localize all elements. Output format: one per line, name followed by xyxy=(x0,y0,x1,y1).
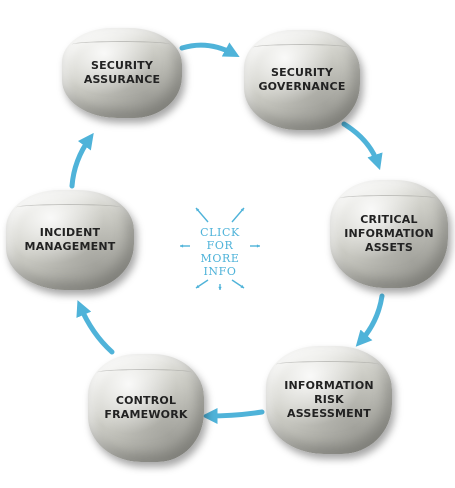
burst-arrowhead xyxy=(180,244,184,248)
label-line: SECURITY xyxy=(270,66,334,79)
burst-arrowhead xyxy=(240,208,244,212)
burst-arrowhead xyxy=(218,286,222,290)
label-line: ASSETS xyxy=(364,241,413,254)
click-for-more-info[interactable]: CLICK FOR MORE INFO xyxy=(180,200,260,290)
burst-arrowhead xyxy=(256,244,260,248)
label-line: ASSESSMENT xyxy=(287,407,371,420)
arrow-framework-to-incident xyxy=(76,300,115,355)
stone-incident-management[interactable]: INCIDENT MANAGEMENT xyxy=(6,190,134,290)
stone-critical-information-assets[interactable]: CRITICAL INFORMATION ASSETS xyxy=(330,180,448,288)
label-line: SECURITY xyxy=(90,59,154,72)
arrow-incident-to-assurance xyxy=(69,132,94,189)
label-line: RISK xyxy=(314,393,344,406)
burst-arrow xyxy=(195,207,209,223)
stone-label-security-governance: SECURITY GOVERNANCE xyxy=(258,66,345,94)
label-line: CONTROL xyxy=(115,394,177,407)
arrow-risk-to-framework xyxy=(201,407,265,424)
stone-label-information-risk-assessment: INFORMATION RISK ASSESSMENT xyxy=(284,379,374,421)
stone-security-governance[interactable]: SECURITY GOVERNANCE xyxy=(244,30,360,130)
click-for-more-info-label: CLICK FOR MORE INFO xyxy=(180,226,260,278)
label-line: INFORMATION xyxy=(284,379,374,392)
arrow-assets-to-risk xyxy=(355,293,385,347)
stone-information-risk-assessment[interactable]: INFORMATION RISK ASSESSMENT xyxy=(266,346,392,454)
info-line: MORE xyxy=(200,252,240,265)
label-line: CRITICAL xyxy=(360,213,418,226)
stone-label-critical-information-assets: CRITICAL INFORMATION ASSETS xyxy=(344,213,434,255)
label-line: INCIDENT xyxy=(39,226,101,239)
stone-label-control-framework: CONTROL FRAMEWORK xyxy=(104,394,187,422)
burst-arrowhead xyxy=(240,284,244,288)
stone-label-incident-management: INCIDENT MANAGEMENT xyxy=(25,226,116,254)
burst-arrow xyxy=(231,207,245,223)
stone-control-framework[interactable]: CONTROL FRAMEWORK xyxy=(88,354,204,462)
arrow-assurance-to-governance xyxy=(179,42,240,58)
arrow-governance-to-assets xyxy=(341,121,383,171)
stone-security-assurance[interactable]: SECURITY ASSURANCE xyxy=(62,28,182,118)
burst-arrowhead xyxy=(196,208,200,212)
info-line: CLICK xyxy=(200,226,240,239)
burst-arrowhead xyxy=(196,284,200,288)
info-line: INFO xyxy=(203,265,237,278)
stone-label-security-assurance: SECURITY ASSURANCE xyxy=(84,59,160,87)
info-line: FOR xyxy=(206,239,234,252)
label-line: INFORMATION xyxy=(344,227,434,240)
label-line: GOVERNANCE xyxy=(258,80,346,93)
starburst-arrows-icon xyxy=(180,207,260,290)
label-line: MANAGEMENT xyxy=(24,240,116,253)
label-line: FRAMEWORK xyxy=(104,408,188,421)
label-line: ASSURANCE xyxy=(83,73,161,86)
